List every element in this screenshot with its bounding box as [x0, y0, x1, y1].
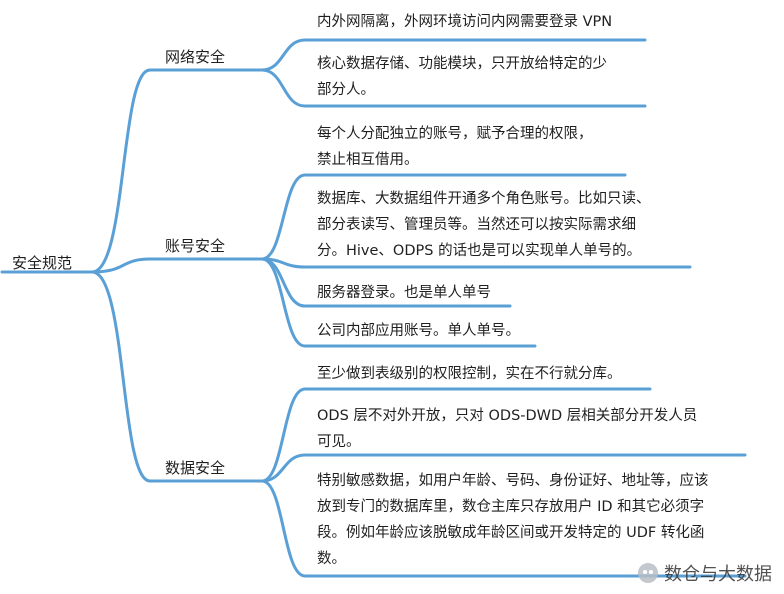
watermark-text: 数仓与大数据	[664, 564, 772, 585]
leaf-data-sensitive: 特别敏感数据，如用户年龄、号码、身份证好、地址等，应该 放到专门的数据库里，数仓…	[317, 473, 709, 567]
leaf-data-ods-layer: ODS 层不对外开放，只对 ODS-DWD 层相关部分开发人员 可见。	[317, 408, 698, 450]
connector-network-vpn	[260, 38, 647, 72]
wechat-icon	[638, 563, 658, 583]
root-node-label: 安全规范	[12, 254, 73, 272]
connector-data-ods	[260, 453, 747, 483]
branch-network-security-label: 网络安全	[165, 48, 226, 66]
leaf-account-roles: 数据库、大数据组件开通多个角色账号。比如只读、 部分表读写、管理员等。当然还可以…	[317, 191, 651, 259]
leaf-account-individual: 每个人分配独立的账号，赋予合理的权限， 禁止相互借用。	[317, 126, 593, 168]
leaf-account-server: 服务器登录。也是单人单号	[317, 285, 491, 301]
leaf-network-core-data: 核心数据存储、功能模块，只开放给特定的少 部分人。	[317, 56, 607, 98]
leaf-account-internal-apps: 公司内部应用账号。单人单号。	[317, 323, 520, 339]
watermark: 数仓与大数据	[638, 560, 772, 586]
connector-root-network	[90, 68, 264, 274]
connector-network-core	[260, 68, 647, 108]
branch-account-security-label: 账号安全	[165, 237, 226, 255]
connector-account-internal	[260, 257, 537, 348]
connector-data-sensitive	[260, 479, 747, 578]
connector-account-individual	[260, 173, 627, 261]
connector-data-table	[260, 387, 652, 483]
branch-data-security-label: 数据安全	[165, 459, 226, 477]
leaf-network-vpn: 内外网隔离，外网环境访问内网需要登录 VPN	[317, 14, 613, 30]
connector-root-account	[90, 257, 264, 274]
leaf-data-table-permission: 至少做到表级别的权限控制，实在不行就分库。	[317, 366, 622, 382]
connector-root-data	[90, 270, 264, 483]
